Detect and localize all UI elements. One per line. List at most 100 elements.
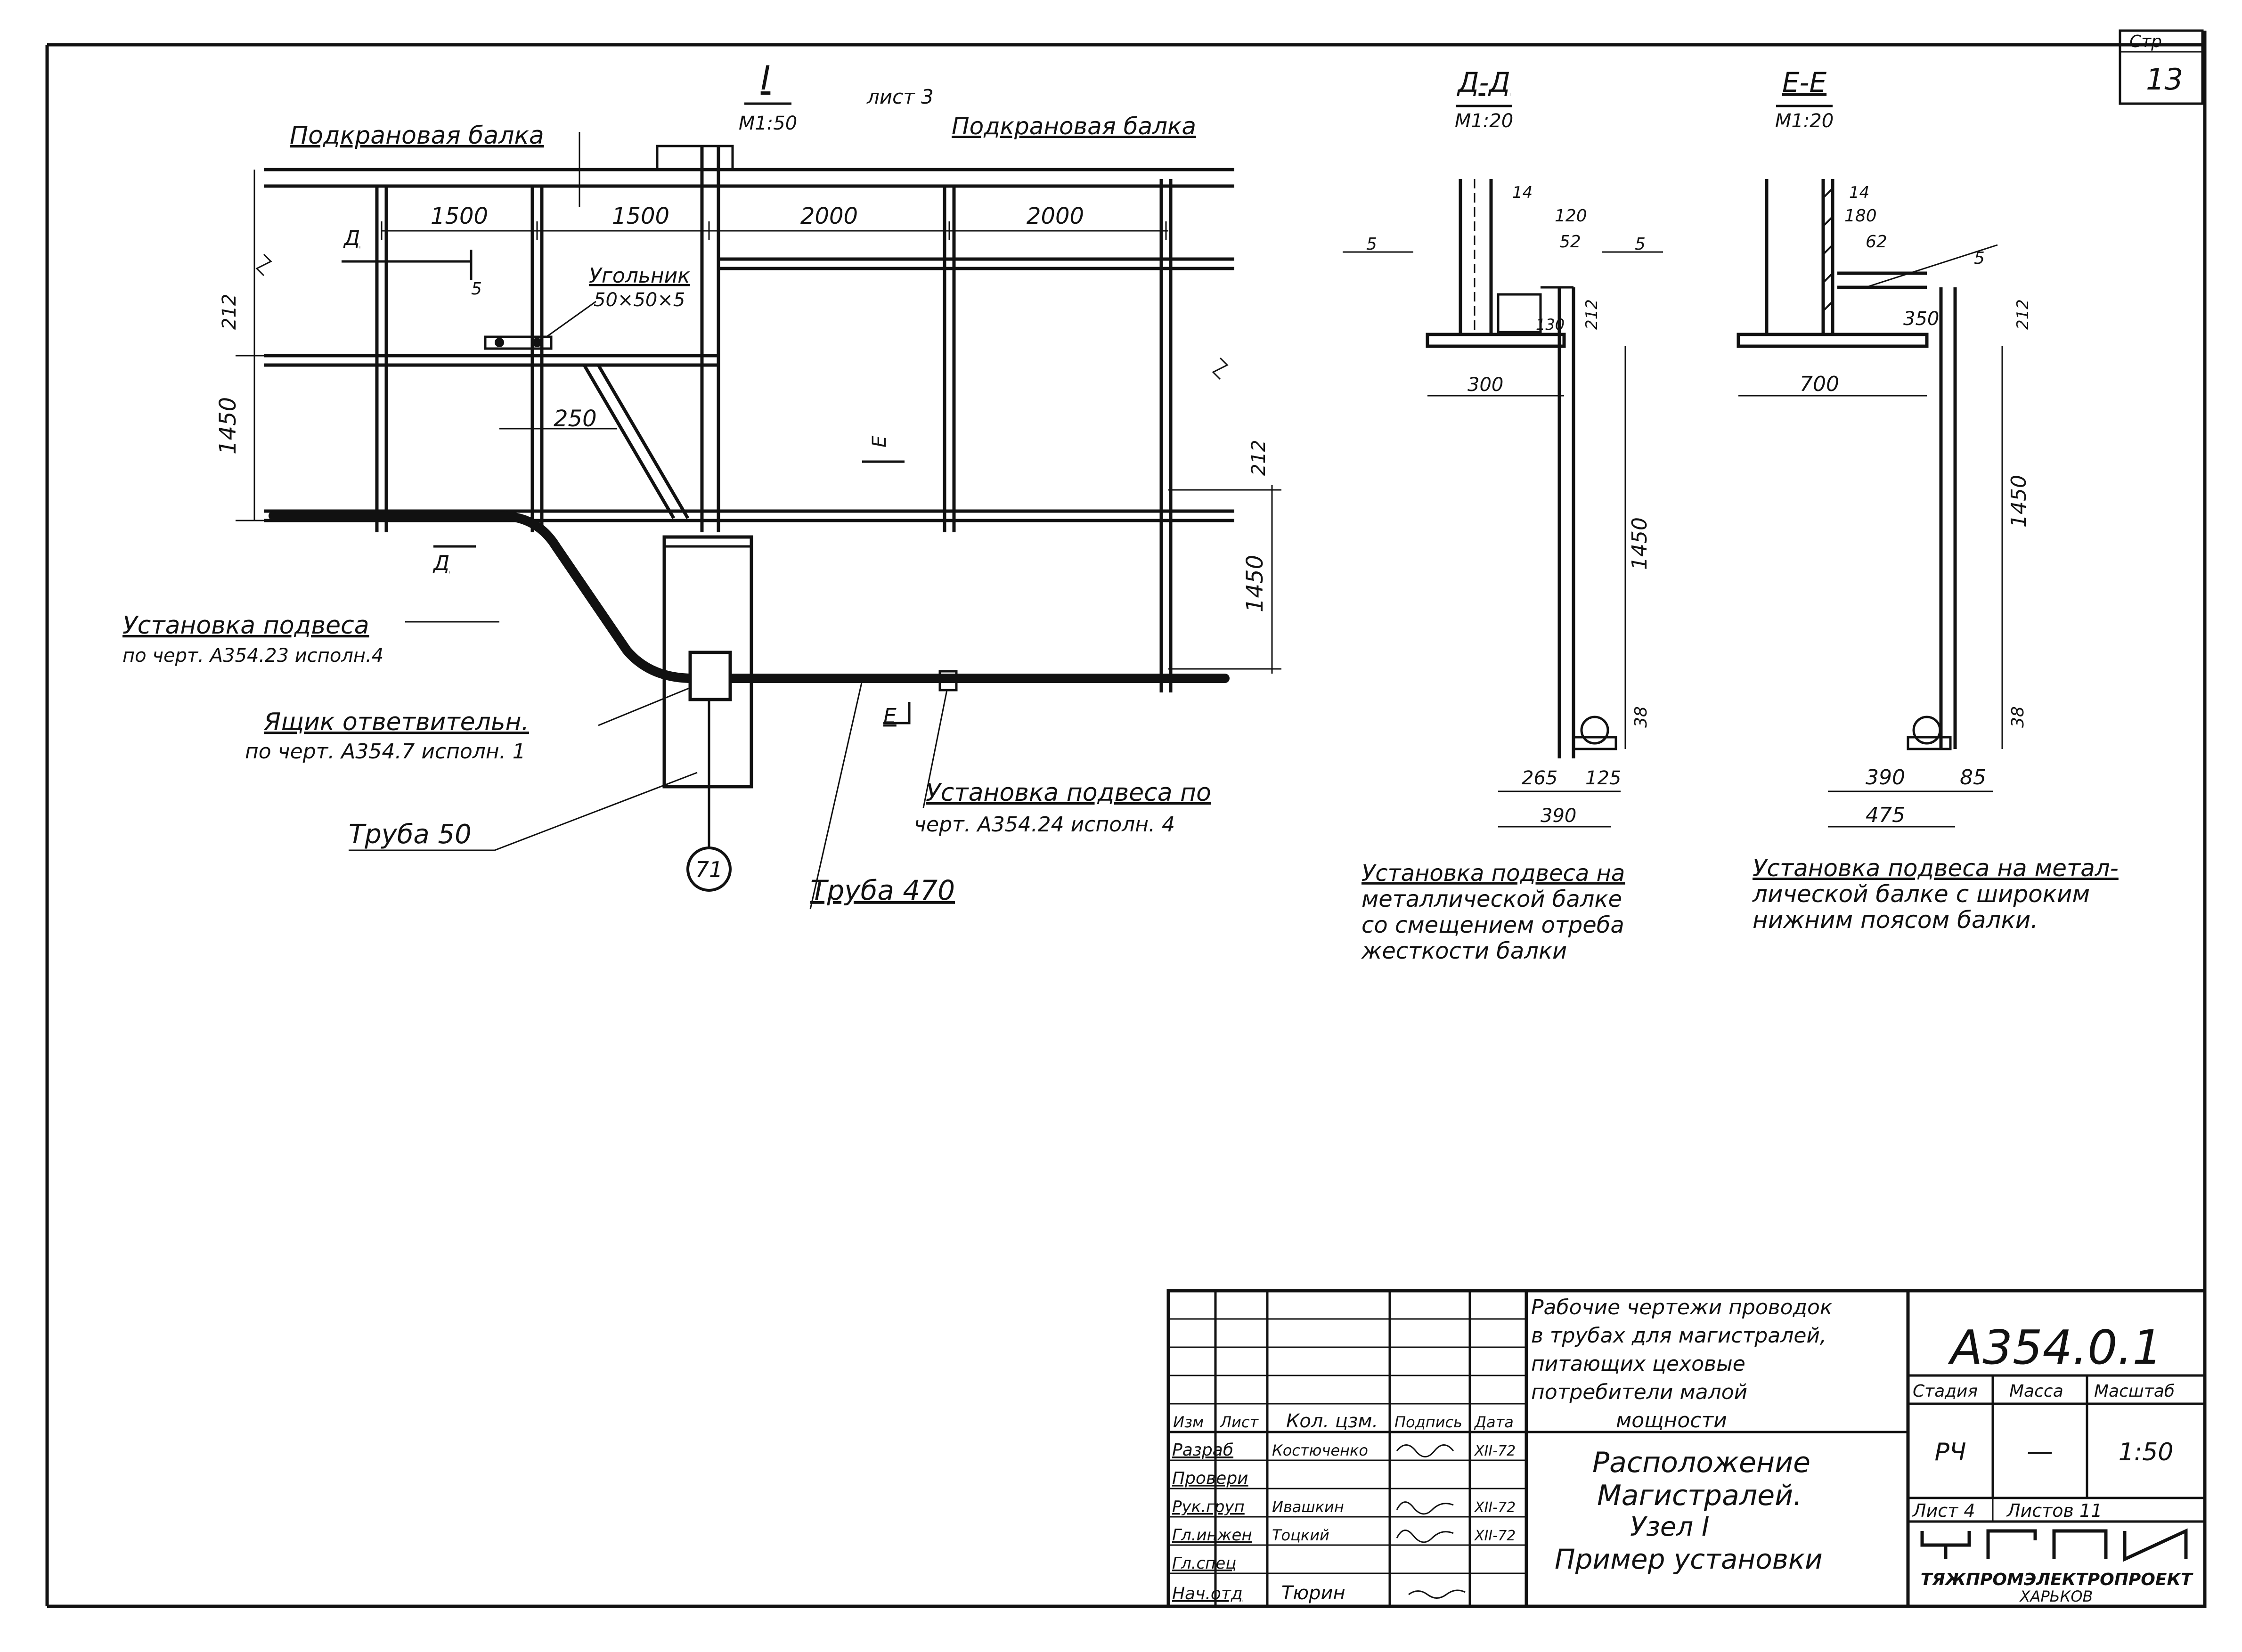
tb-sheet-title-1: Расположение [1592,1446,1810,1479]
tb-role-2: Рук.груп [1172,1497,1245,1516]
pipe-470-label: Труба 470 [810,874,955,906]
D-caption-3: со смещением отреба [1362,912,1624,938]
tb-role-5: Нач.отд [1172,1584,1243,1603]
dim-2000-a: 2000 [800,203,858,229]
D-caption-1: Установка подвеса на [1362,860,1625,887]
hanger-note-2b: черт. А354.24 исполн. 4 [914,813,1175,837]
E-caption-3: нижним поясом балки. [1753,906,2038,934]
tb-date-0: XII-72 [1474,1443,1516,1459]
tb-org-city: ХАРЬКОВ [2019,1587,2093,1605]
D-dim-130: 130 [1536,316,1565,334]
hanger-note-1: Установка подвеса [122,611,369,640]
dim-1450-right: 1450 [1242,555,1268,612]
E-dim-62: 62 [1866,232,1887,252]
E-dim-180: 180 [1844,206,1877,226]
E-dim-212: 212 [2014,299,2032,330]
E-dim-350: 350 [1903,308,1939,330]
page-corner-label: Стр [2129,32,2162,51]
E-dim-38: 38 [2008,706,2028,728]
pipe-route [269,511,1230,683]
E-dim-700: 700 [1800,372,1839,396]
tb-mass: — [2027,1436,2053,1467]
tb-date-2: XII-72 [1474,1499,1516,1516]
tb-hdr-stage: Стадия [1913,1382,1978,1401]
section-E-title: Е-Е [1782,66,1827,98]
D-weld-right: 5 [1635,235,1646,254]
tb-name-2: Ивашкин [1272,1498,1344,1516]
tb-hdr-date: Дата [1474,1413,1514,1431]
dim-1500-a: 1500 [431,203,488,229]
angle-label: Угольник [589,264,690,288]
beam-label-left: Подкрановая балка [290,122,544,150]
hanger-note-1b: по черт. А354.23 исполн.4 [122,645,383,667]
view-I: I М1:50 лист 3 Подкрановая балка Подкран… [122,59,1281,910]
section-D-scale: М1:20 [1455,110,1513,132]
tb-date-3: XII-72 [1474,1528,1516,1544]
section-E-scale: М1:20 [1775,110,1834,132]
D-caption-4: жесткости балки [1361,938,1567,964]
page-corner-box: Стр 13 [2119,29,2204,105]
dim-212-left: 212 [219,294,240,330]
D-weld-left: 5 [1366,235,1377,254]
tb-project-1: Рабочие чертежи проводок [1531,1295,1833,1319]
tb-scale: 1:50 [2119,1438,2174,1466]
E-dim-1450: 1450 [2007,475,2031,528]
D-dim-52: 52 [1559,232,1581,252]
tb-sheets-total: Листов 11 [2006,1500,2102,1521]
tb-role-3: Гл.инжен [1172,1526,1252,1545]
tb-role-1: Провери [1172,1469,1248,1488]
tb-doc-code: А354.0.1 [1948,1320,2162,1375]
view-I-title: I [761,59,771,98]
tb-stage: РЧ [1934,1438,1966,1466]
tb-project-4: потребители малой [1531,1380,1747,1404]
page-corner-number: 13 [2146,62,2183,97]
angle-size: 50×50×5 [594,289,685,311]
tb-hdr-kol: Кол. цзм. [1286,1410,1378,1432]
D-caption-2: металлической балке [1362,886,1622,912]
D-dim-125: 125 [1585,767,1621,789]
view-I-sheet-ref: лист 3 [866,85,934,108]
tb-hdr-mass: Масса [2009,1382,2063,1401]
tb-role-4: Гл.спец [1172,1554,1236,1573]
tb-project-2: в трубах для магистралей, [1531,1324,1826,1348]
E-caption-2: лической балке с широким [1752,880,2090,908]
view-I-scale: М1:50 [739,113,797,134]
tb-project-3: питающих цеховые [1531,1352,1745,1376]
section-D-D: Д-Д М1:20 14 120 52 130 212 300 1450 38 … [1343,66,1663,964]
org-logo [1920,1528,2188,1562]
tb-project-5: мощности [1616,1408,1727,1432]
tb-name-3: Тоцкий [1272,1526,1329,1544]
section-E-E: Е-Е М1:20 14 180 62 350 212 700 1450 38 … [1737,66,2119,934]
tb-sheet-title-3: Узел I [1630,1512,1709,1542]
E-dim-85: 85 [1960,765,1986,789]
D-dim-265: 265 [1522,767,1557,789]
tb-org-name: ТЯЖПРОМЭЛЕКТРОПРОЕКТ [1921,1570,2193,1589]
tb-name-0: Костюченко [1272,1441,1368,1459]
dim-1450-left: 1450 [215,397,241,455]
E-dim-14: 14 [1849,183,1869,202]
E-caption-1: Установка подвеса на метал- [1753,854,2119,882]
hanger-note-2: Установка подвеса по [926,779,1211,807]
tb-hdr-sign: Подпись [1394,1413,1462,1431]
tb-hdr-izm: Изм [1173,1413,1204,1431]
junction-box [688,651,732,701]
tb-hdr-list: Лист [1220,1413,1259,1431]
tb-name-5: Тюрин [1281,1582,1345,1604]
E-weld: 5 [1974,249,1985,268]
tb-hdr-scale: Масштаб [2094,1382,2175,1401]
cut-D-bottom: Д [432,551,449,575]
D-dim-212: 212 [1582,299,1601,330]
tb-sheet-no: Лист 4 [1912,1500,1975,1521]
node-number: 71 [695,857,723,882]
beam-label-right: Подкрановая балка [952,113,1196,140]
D-dim-1450: 1450 [1628,517,1652,570]
E-dim-390: 390 [1866,765,1905,789]
E-dim-475: 475 [1866,803,1905,827]
dim-1500-b: 1500 [612,203,669,229]
D-dim-14: 14 [1512,183,1533,202]
tb-role-0: Разраб [1172,1440,1233,1460]
cut-E-bottom: Е [883,704,897,728]
D-dim-38: 38 [1631,706,1651,728]
cut-E-top: Е [869,435,890,448]
